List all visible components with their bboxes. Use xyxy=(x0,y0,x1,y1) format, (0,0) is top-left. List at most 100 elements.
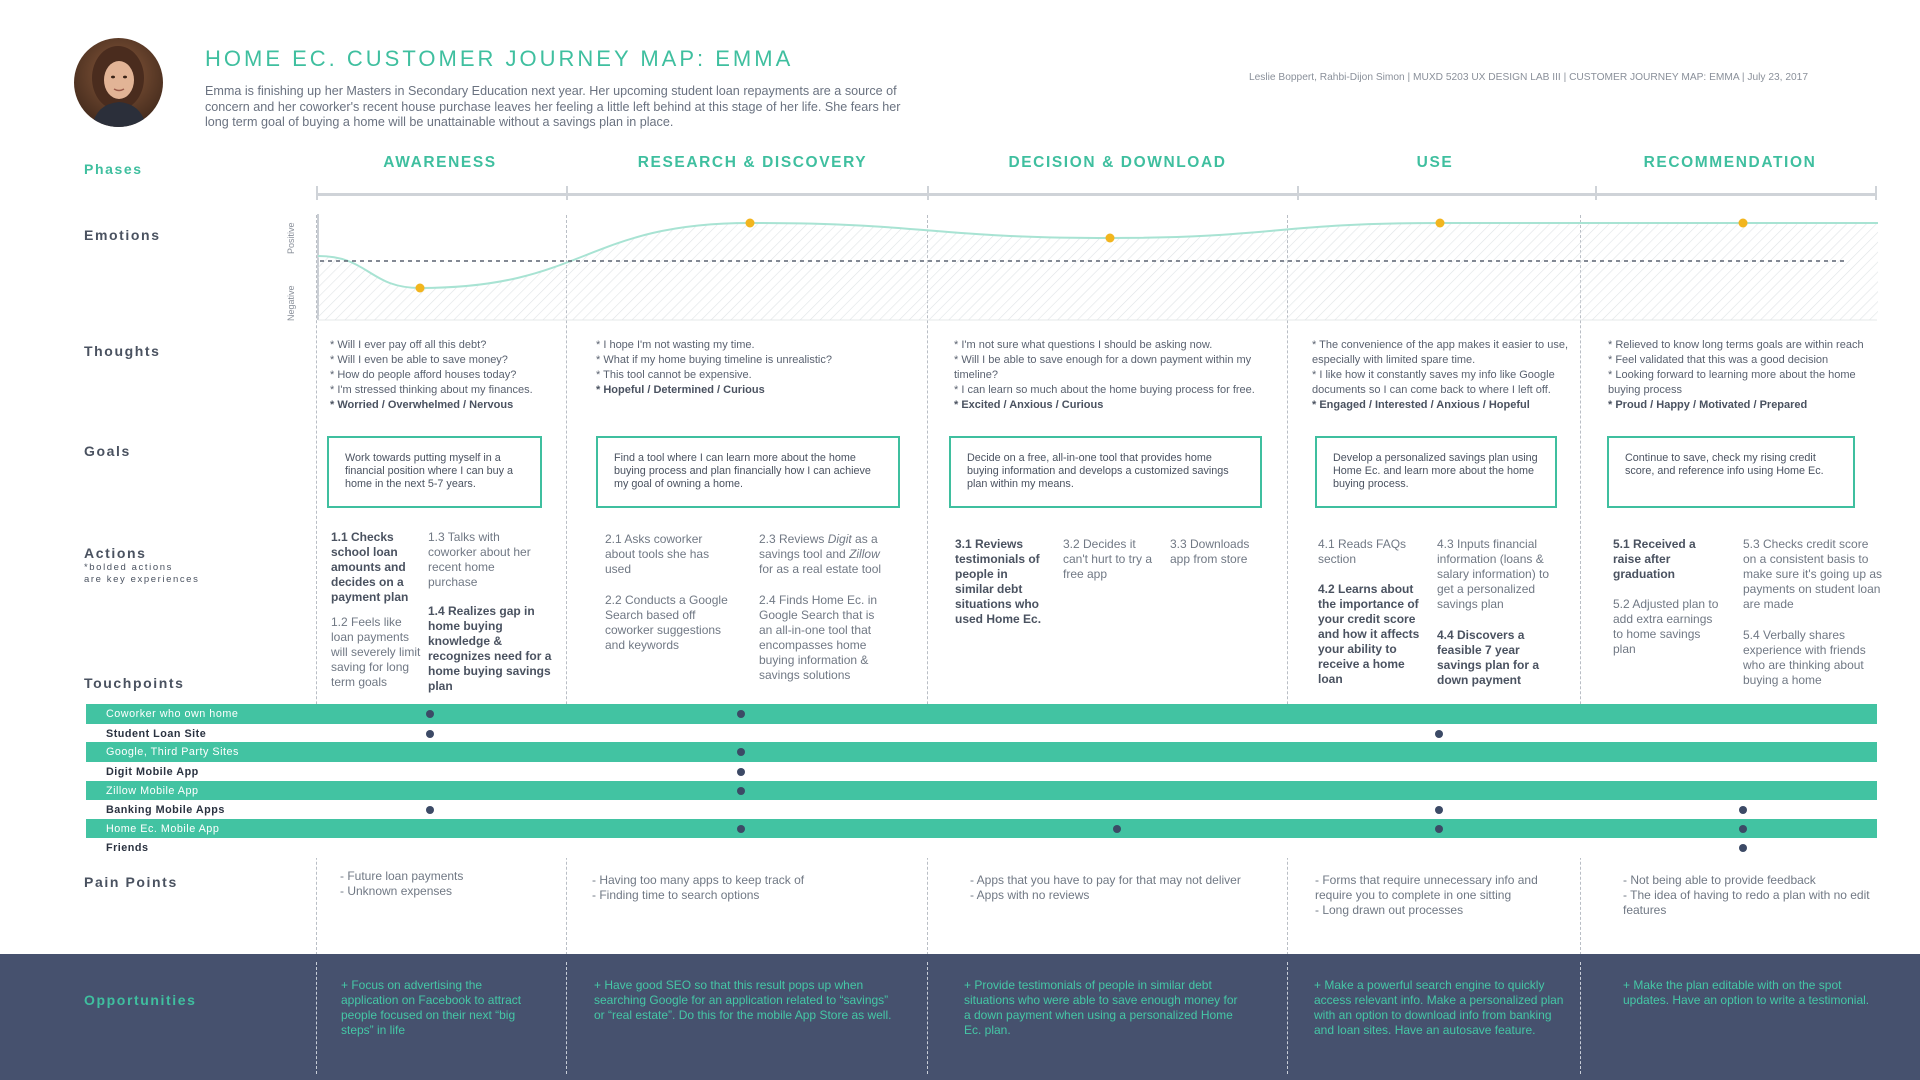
touchpoint-dot xyxy=(1435,825,1443,833)
opportunity-awareness: + Focus on advertising the application o… xyxy=(341,978,522,1037)
touchpoint-dot xyxy=(737,710,745,718)
action-1-4: 1.4 Realizes gap in home buying knowledg… xyxy=(428,604,552,693)
emotion-area xyxy=(318,223,1878,320)
action-2-2: 2.2 Conducts a Google Search based off c… xyxy=(605,593,728,652)
thought-emotions: * Proud / Happy / Motivated / Prepared xyxy=(1608,399,1808,411)
touchpoint-dot xyxy=(426,710,434,718)
emotion-curve xyxy=(317,221,1878,290)
thought-line: * Feel validated that this was a good de… xyxy=(1608,354,1829,366)
touchpoint-dot xyxy=(426,806,434,814)
thought-emotions: * Worried / Overwhelmed / Nervous xyxy=(330,399,514,411)
phase-use: USE xyxy=(1416,154,1454,171)
thought-line: * I'm stressed thinking about my finance… xyxy=(330,384,533,396)
thoughts-research: * I hope I'm not wasting my time. * What… xyxy=(596,338,906,398)
thought-line: * The convenience of the app makes it ea… xyxy=(1312,339,1569,366)
phase-separator xyxy=(927,962,928,1074)
touchpoint-row: Coworker who own home xyxy=(86,704,1877,724)
touchpoint-label: Home Ec. Mobile App xyxy=(106,823,220,835)
phase-awareness: AWARENESS xyxy=(383,154,497,171)
opportunity-research: + Have good SEO so that this result pops… xyxy=(594,978,892,1022)
touchpoint-label: Banking Mobile Apps xyxy=(106,804,225,816)
goal-decision: Decide on a free, all-in-one tool that p… xyxy=(949,436,1262,508)
phase-separator xyxy=(1580,962,1581,1074)
phase-tick xyxy=(1595,186,1597,200)
phase-timeline xyxy=(317,193,1877,196)
pain-point: - Not being able to provide feedback xyxy=(1623,873,1816,887)
thoughts-decision: * I'm not sure what questions I should b… xyxy=(954,338,1266,413)
thought-line: * I like how it constantly saves my info… xyxy=(1312,369,1555,396)
action-1-3: 1.3 Talks with coworker about her recent… xyxy=(428,530,531,589)
action-1-1: 1.1 Checks school loan amounts and decid… xyxy=(331,530,409,604)
touchpoint-row: Google, Third Party Sites xyxy=(86,742,1877,762)
action-2-3: 2.3 Reviews Digit as a savings tool and … xyxy=(759,532,897,577)
action-3-2: 3.2 Decides it can't hurt to try a free … xyxy=(1063,537,1152,581)
touchpoint-dot xyxy=(737,748,745,756)
action-5-4: 5.4 Verbally shares experience with frie… xyxy=(1743,628,1866,687)
touchpoint-row: Digit Mobile App xyxy=(86,762,1877,782)
phase-tick xyxy=(1875,186,1877,200)
thought-line: * I hope I'm not wasting my time. xyxy=(596,339,755,351)
action-text: 2.3 Reviews xyxy=(759,532,828,546)
opportunities-label: Opportunities xyxy=(84,992,197,1008)
action-1-2: 1.2 Feels like loan payments will severe… xyxy=(331,615,421,689)
phase-separator xyxy=(316,215,317,955)
action-2-1: 2.1 Asks coworker about tools she has us… xyxy=(605,532,710,576)
action-4-1: 4.1 Reads FAQs section xyxy=(1318,537,1407,566)
thought-line: * I can learn so much about the home buy… xyxy=(954,384,1255,396)
phase-separator xyxy=(316,962,317,1074)
touchpoint-dot xyxy=(1739,806,1747,814)
thought-line: * How do people afford houses today? xyxy=(330,369,517,381)
goals-label: Goals xyxy=(84,443,131,459)
opportunities-band xyxy=(0,954,1920,1080)
pain-point: - Apps that you have to pay for that may… xyxy=(970,873,1241,887)
actions-label: Actions xyxy=(84,545,147,561)
action-2-4: 2.4 Finds Home Ec. in Google Search that… xyxy=(759,593,878,682)
touchpoint-dot xyxy=(737,825,745,833)
persona-portrait-image xyxy=(74,38,163,127)
actions-note-line-1: *bolded actions xyxy=(84,562,173,573)
touchpoint-label: Digit Mobile App xyxy=(106,766,199,778)
persona-avatar xyxy=(74,38,163,127)
touchpoint-dot xyxy=(1739,825,1747,833)
thought-line: * Relieved to know long terms goals are … xyxy=(1608,339,1864,351)
pain-points-awareness: - Future loan payments - Unknown expense… xyxy=(340,869,540,899)
opportunity-decision: + Provide testimonials of people in simi… xyxy=(964,978,1238,1037)
pain-points-label: Pain Points xyxy=(84,874,178,890)
touchpoint-dot xyxy=(1435,806,1443,814)
pain-point: - Future loan payments xyxy=(340,869,464,883)
goal-text: Work towards putting myself in a financi… xyxy=(345,452,514,490)
thought-line: * I'm not sure what questions I should b… xyxy=(954,339,1213,351)
emotion-marker xyxy=(1105,233,1115,243)
negative-axis-label: Negative xyxy=(286,285,296,321)
touchpoint-row: Student Loan Site xyxy=(86,724,1877,744)
phase-separator xyxy=(1287,215,1288,955)
thought-emotions: * Engaged / Interested / Anxious / Hopef… xyxy=(1312,399,1530,411)
opportunity-recommendation: + Make the plan editable with on the spo… xyxy=(1623,978,1870,1007)
emotion-marker xyxy=(1738,218,1748,228)
thought-line: * Looking forward to learning more about… xyxy=(1608,369,1856,396)
pain-point: - Forms that require unnecessary info an… xyxy=(1315,873,1538,902)
pain-points-research: - Having too many apps to keep track of … xyxy=(592,873,892,903)
emotion-curve-chart xyxy=(317,214,1878,321)
phase-tick xyxy=(566,186,568,200)
phase-separator xyxy=(566,962,567,1074)
pain-point: - Unknown expenses xyxy=(340,884,453,898)
phase-tick xyxy=(927,186,929,200)
action-text: for as a real estate tool xyxy=(759,562,882,576)
pain-point: - The idea of having to redo a plan with… xyxy=(1623,888,1870,917)
phase-separator xyxy=(566,215,567,955)
thoughts-use: * The convenience of the app makes it ea… xyxy=(1312,338,1568,413)
thought-emotions: * Excited / Anxious / Curious xyxy=(954,399,1104,411)
goal-awareness: Work towards putting myself in a financi… xyxy=(327,436,542,508)
emotion-markers xyxy=(415,218,1748,293)
goal-research: Find a tool where I can learn more about… xyxy=(596,436,900,508)
touchpoint-dot xyxy=(1739,844,1747,852)
touchpoint-label: Google, Third Party Sites xyxy=(106,746,239,758)
emotion-marker xyxy=(745,218,755,228)
action-4-4: 4.4 Discovers a feasible 7 year savings … xyxy=(1437,628,1540,687)
goal-recommendation: Continue to save, check my rising credit… xyxy=(1607,436,1855,508)
thought-line: * What if my home buying timeline is unr… xyxy=(596,354,832,366)
phase-tick xyxy=(316,186,318,200)
touchpoint-label: Student Loan Site xyxy=(106,728,207,740)
pain-points-recommendation: - Not being able to provide feedback - T… xyxy=(1623,873,1873,918)
